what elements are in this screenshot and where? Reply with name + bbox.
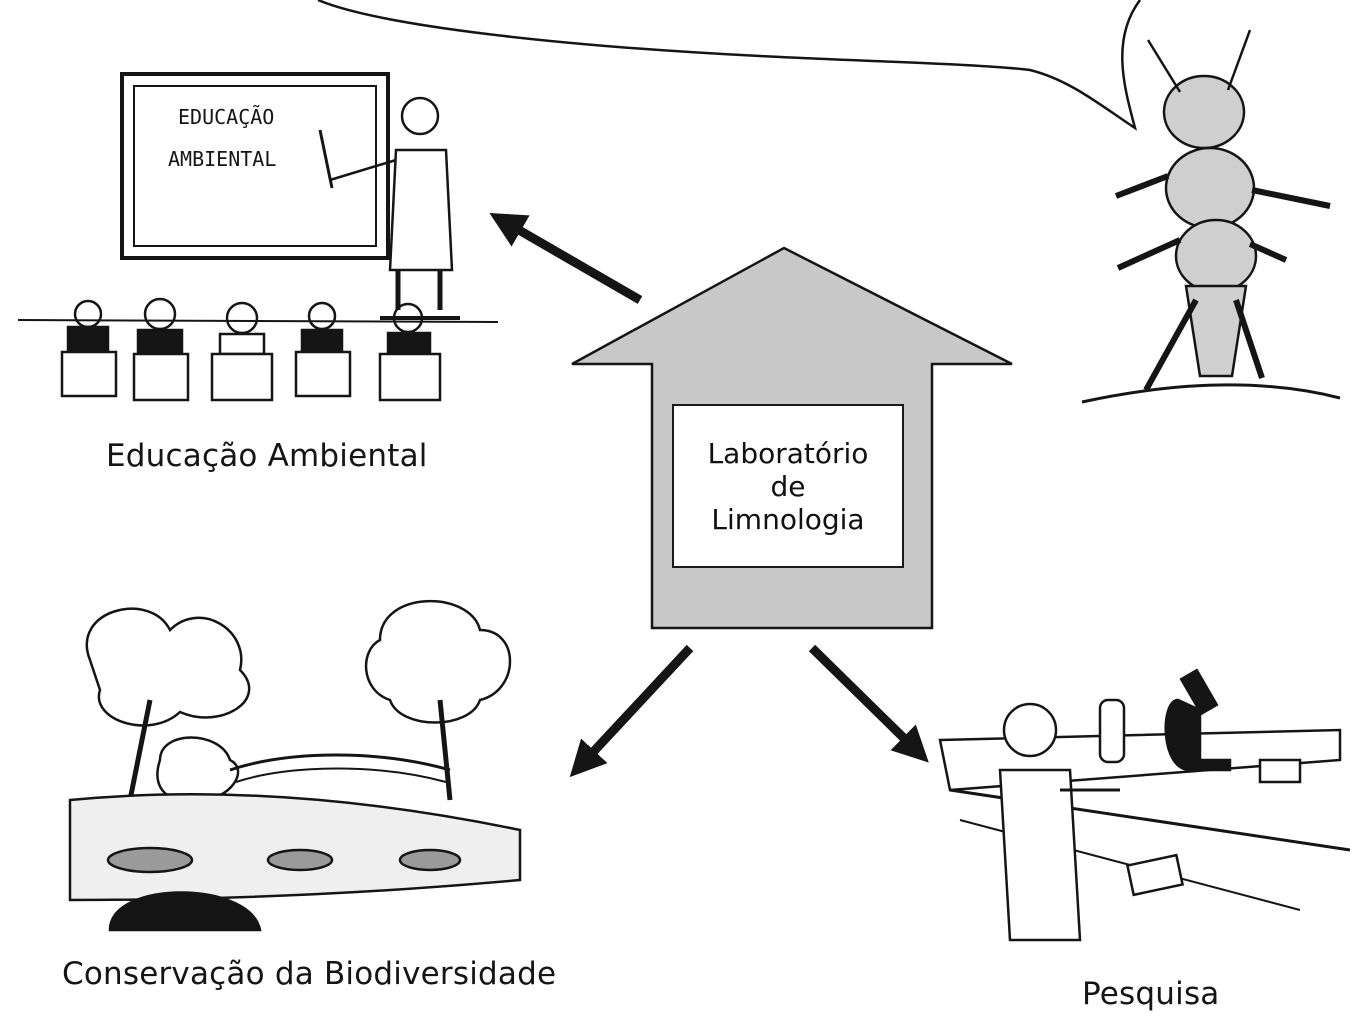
arrow-to-education: [489, 212, 643, 304]
blackboard-line1: EDUCAÇÃO: [178, 105, 274, 129]
caption-conservation: Conservação da Biodiversidade: [62, 956, 557, 992]
lab-label-line3: Limnologia: [711, 502, 865, 536]
conservation-illustration: [68, 600, 522, 932]
speech-bubble-outline: [317, 0, 1142, 131]
arrow-to-conservation: [569, 644, 694, 778]
education-illustration: EDUCAÇÃO AMBIENTAL: [17, 72, 499, 402]
blackboard-line2: AMBIENTAL: [168, 147, 276, 171]
caption-education: Educação Ambiental: [106, 438, 428, 474]
research-illustration: [938, 668, 1351, 942]
caption-research: Pesquisa: [1082, 976, 1220, 1012]
lab-label-line2: de: [770, 469, 806, 503]
lab-label-line1: Laboratório: [707, 436, 869, 470]
lab-label-box: Laboratório de Limnologia: [672, 404, 904, 568]
arrow-to-research: [808, 644, 929, 763]
insect-illustration: [1081, 29, 1341, 404]
